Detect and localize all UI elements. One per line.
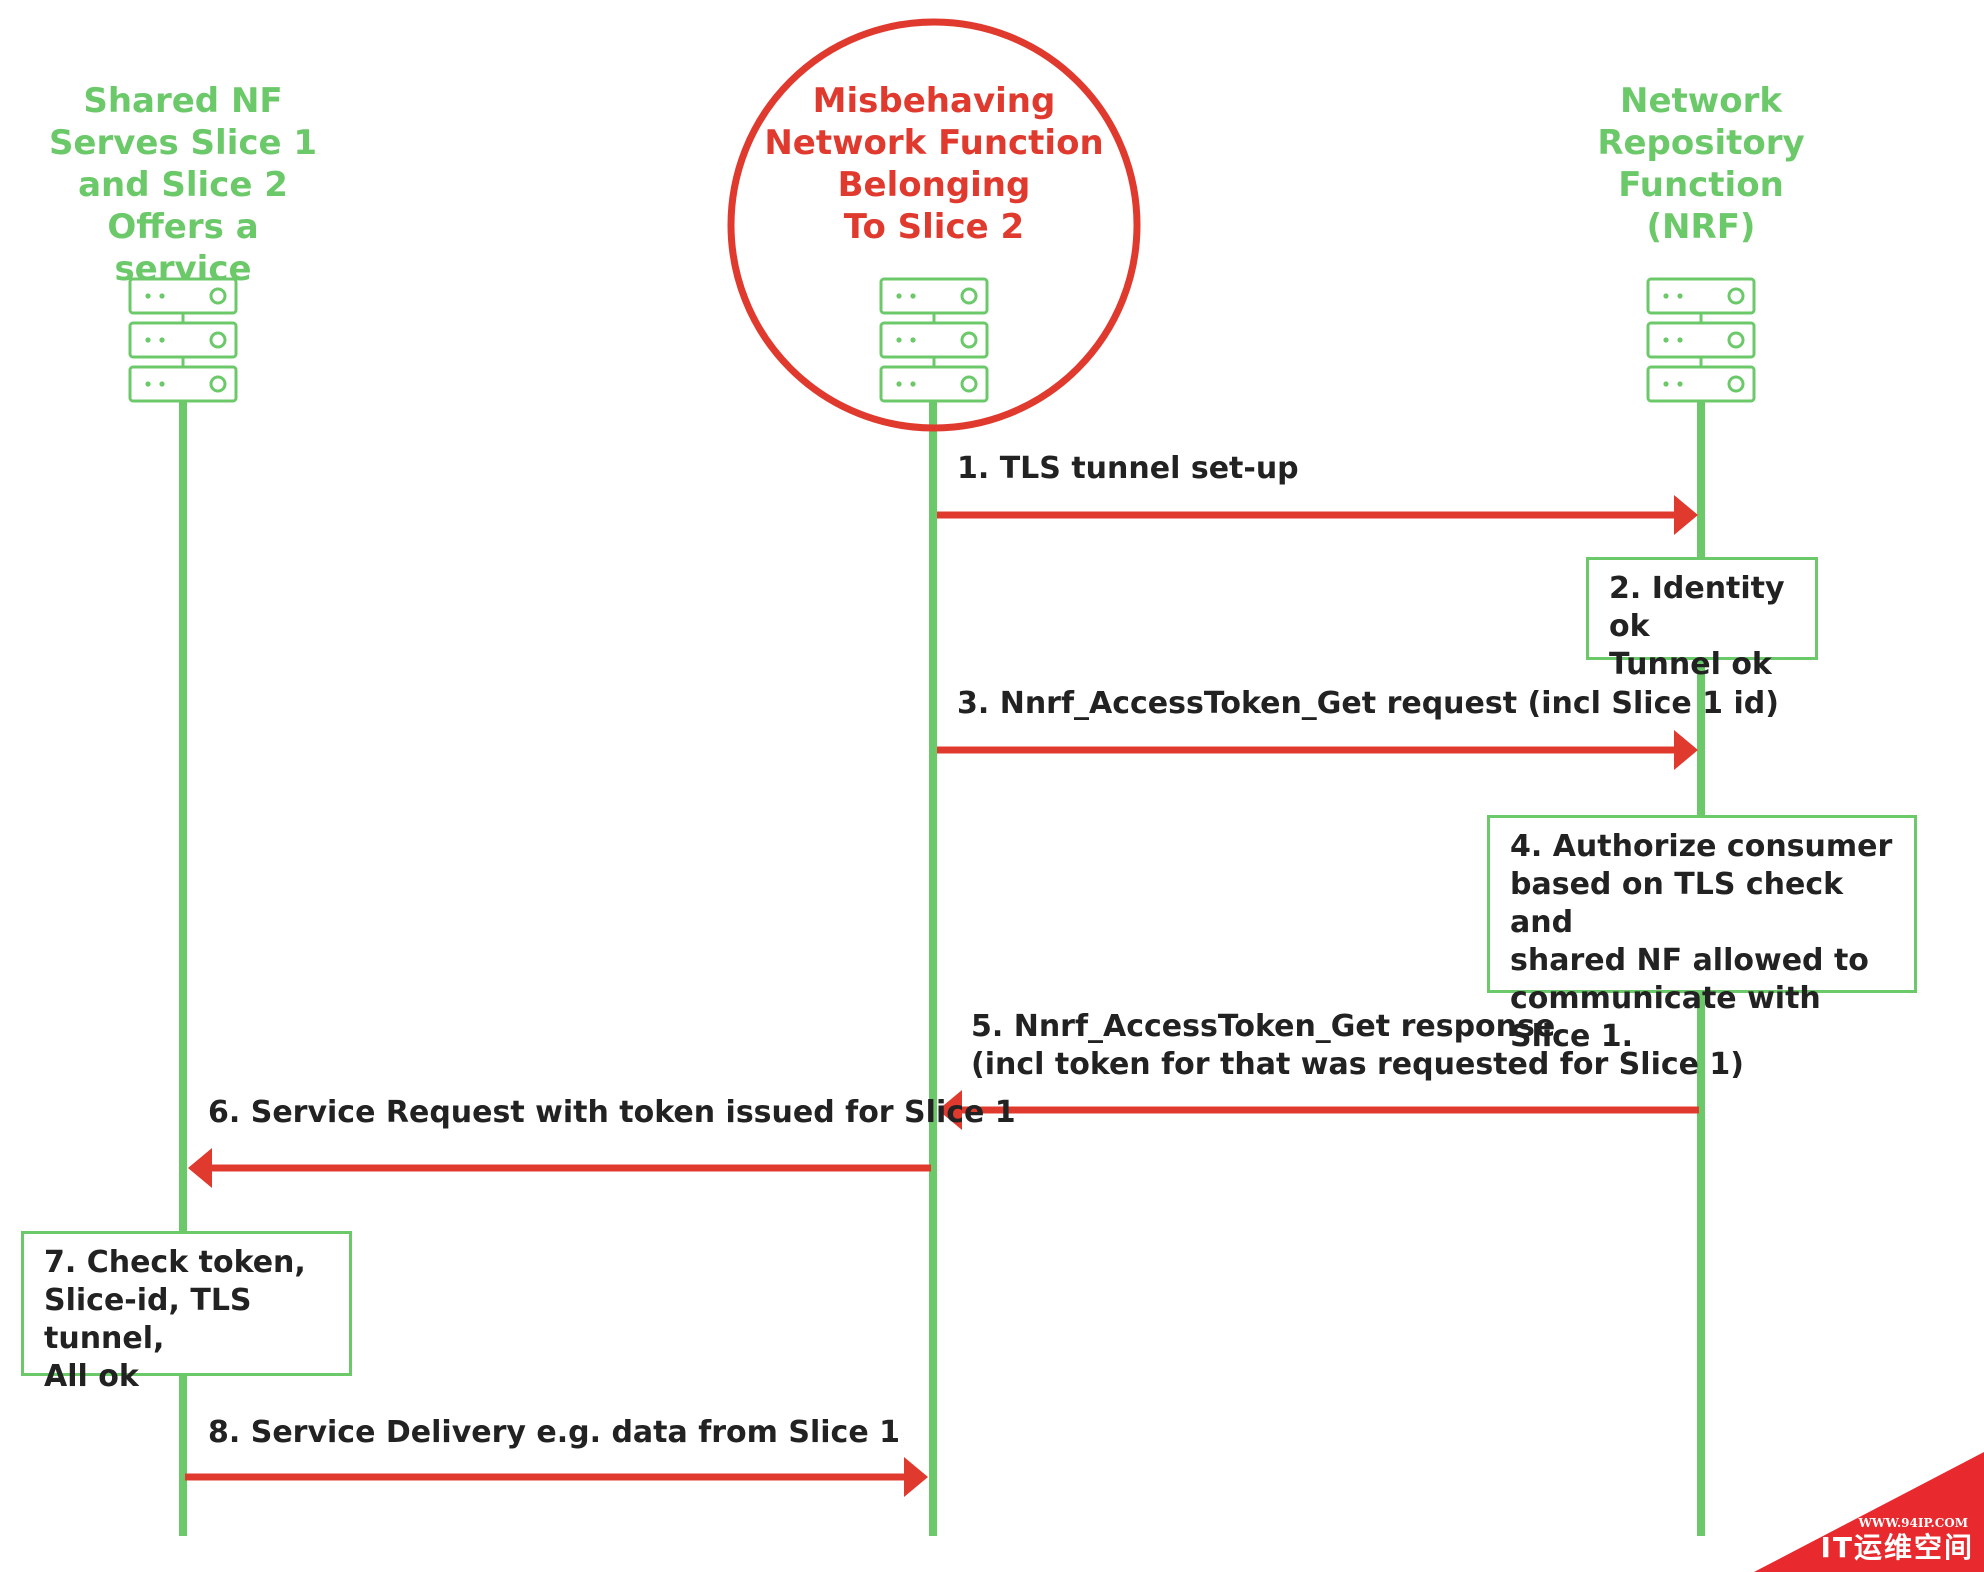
watermark-name: IT运维空间	[1820, 1531, 1974, 1564]
message-label-1: 1. TLS tunnel set-up	[957, 451, 1299, 486]
server-stack-icon	[130, 279, 236, 401]
message-label-5: 5. Nnrf_AccessToken_Get response (incl t…	[971, 1009, 1745, 1082]
message-label-8: 8. Service Delivery e.g. data from Slice…	[208, 1415, 900, 1450]
highlight-circle	[727, 18, 1141, 432]
note-4-authorize-consumer: 4. Authorize consumer based on TLS check…	[1487, 815, 1917, 1054]
arrow-3-token-request	[937, 730, 1698, 770]
actor-title-misbehaving-nf: Misbehaving Network Function Belonging T…	[764, 81, 1104, 247]
arrow-6-service-request	[188, 1148, 931, 1188]
actor-title-shared-nf: Shared NF Serves Slice 1 and Slice 2 Off…	[48, 81, 318, 289]
server-stack-icon	[881, 279, 987, 401]
arrow-1-tls-setup	[937, 495, 1698, 535]
server-stack-icon	[1648, 279, 1754, 401]
watermark-url: WWW.94IP.COM	[1858, 1516, 1968, 1530]
note-2-identity-ok: 2. Identity ok Tunnel ok	[1586, 557, 1818, 682]
arrow-8-service-delivery	[185, 1457, 928, 1497]
actor-title-nrf: Network Repository Function (NRF)	[1597, 81, 1805, 247]
message-label-6: 6. Service Request with token issued for…	[208, 1095, 1016, 1130]
arrow-5-token-response	[938, 1090, 1699, 1130]
message-label-3: 3. Nnrf_AccessToken_Get request (incl Sl…	[957, 686, 1779, 721]
note-7-check-token: 7. Check token, Slice-id, TLS tunnel, Al…	[21, 1231, 352, 1394]
